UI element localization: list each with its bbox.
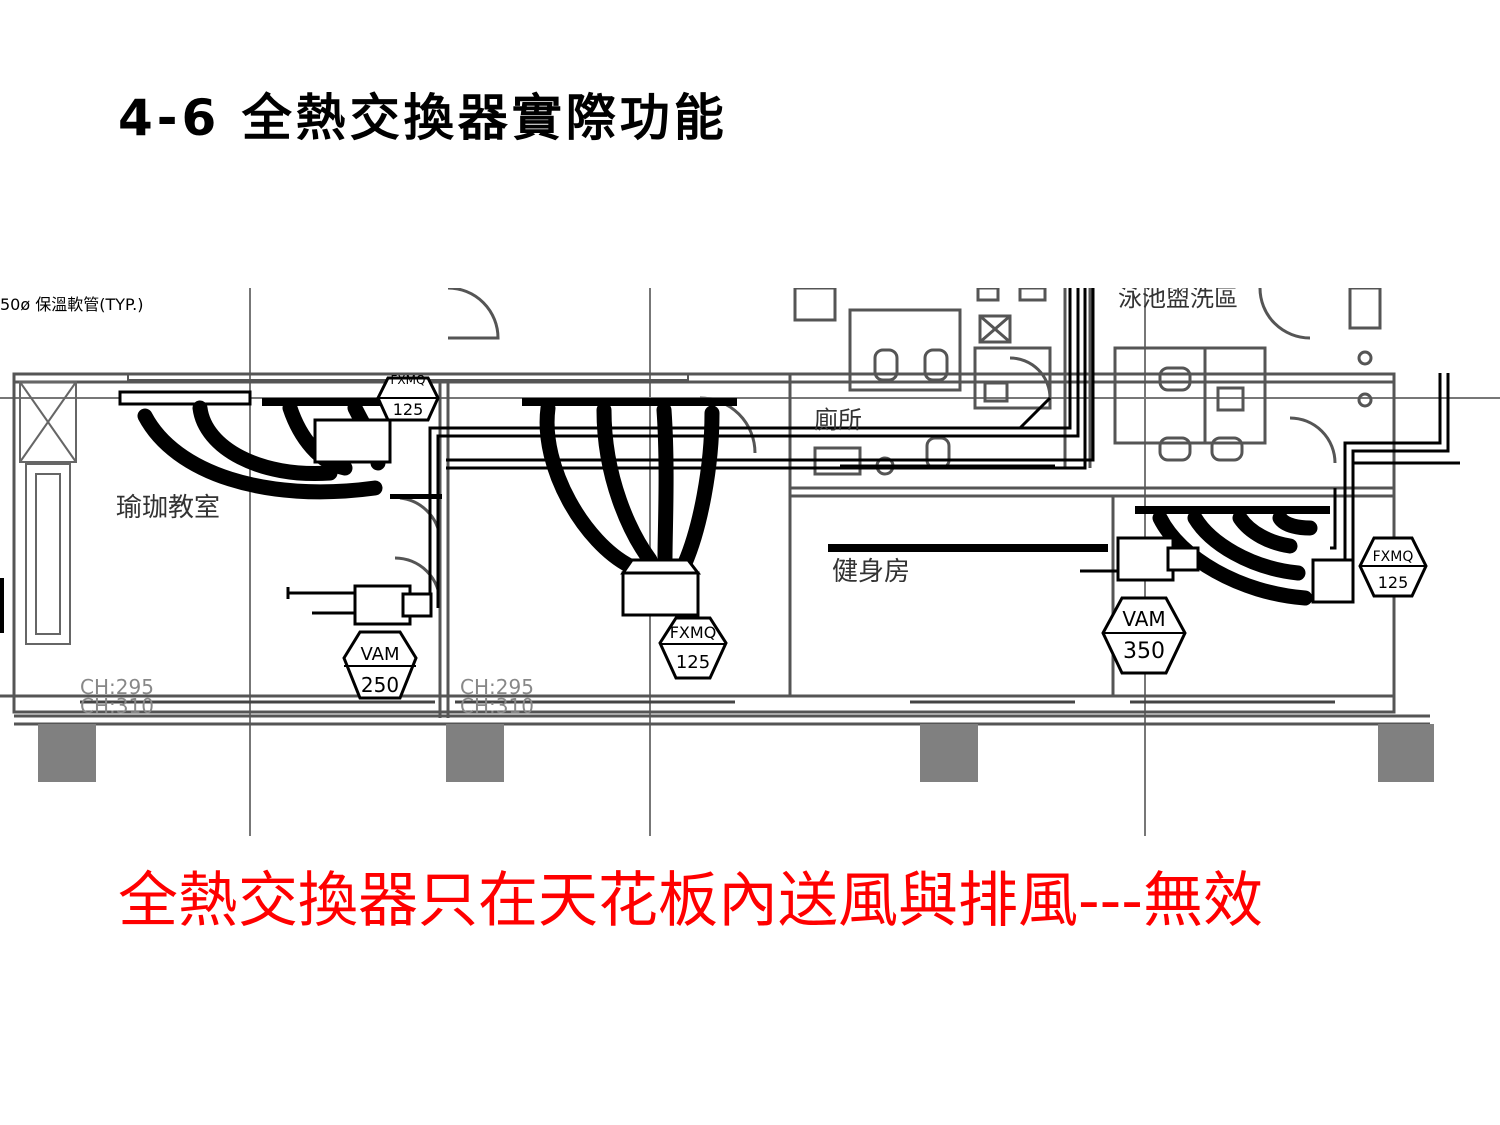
tag5-capacity: 125 — [1378, 573, 1409, 592]
main-ducts — [428, 288, 1460, 608]
ceiling-height-2a: CH:295 — [460, 675, 534, 699]
room-label-pool-wash: 泳池盥洗區 — [1118, 288, 1238, 312]
tag5-model: FXMQ — [1373, 549, 1414, 565]
slide-title: 4-6 全熱交換器實際功能 — [118, 89, 728, 147]
room-label-gym: 健身房 — [832, 557, 910, 587]
columns — [38, 724, 1434, 782]
ceiling-height-1b: CH:310 — [80, 694, 154, 718]
room-label-toilet: 廁所 — [814, 406, 862, 434]
tag2-capacity: 250 — [361, 673, 399, 697]
left-shaft — [19, 381, 77, 645]
tag3-capacity: 125 — [676, 652, 710, 673]
tag1-capacity: 125 — [393, 400, 424, 419]
left-edge-mark — [0, 578, 4, 633]
supply-bars — [118, 373, 1330, 552]
floor-plan-diagram: 50ø 保溫軟管(TYP.) 瑜珈教室 健身房 廁所 泳池盥洗區 FXMQ 12… — [0, 288, 1500, 836]
tag4-capacity: 350 — [1123, 639, 1165, 664]
tag4-model: VAM — [1122, 607, 1165, 631]
flexible-ducts — [137, 400, 1318, 606]
tag1-model: FXMQ — [391, 373, 426, 387]
tag3-model: FXMQ — [670, 623, 717, 642]
tag2-model: VAM — [360, 644, 399, 665]
equipment-tags — [342, 376, 1428, 700]
room-label-yoga: 瑜珈教室 — [116, 493, 220, 523]
pipe-stubs — [286, 461, 1455, 615]
ceiling-height-1a: CH:295 — [80, 675, 154, 699]
hose-note-label: 50ø 保溫軟管(TYP.) — [0, 295, 144, 314]
ceiling-height-2b: CH:310 — [460, 694, 534, 718]
walls — [0, 288, 1430, 726]
conclusion-caption: 全熱交換器只在天花板內送風與排風---無效 — [118, 866, 1263, 936]
equipment-units — [313, 418, 1355, 626]
